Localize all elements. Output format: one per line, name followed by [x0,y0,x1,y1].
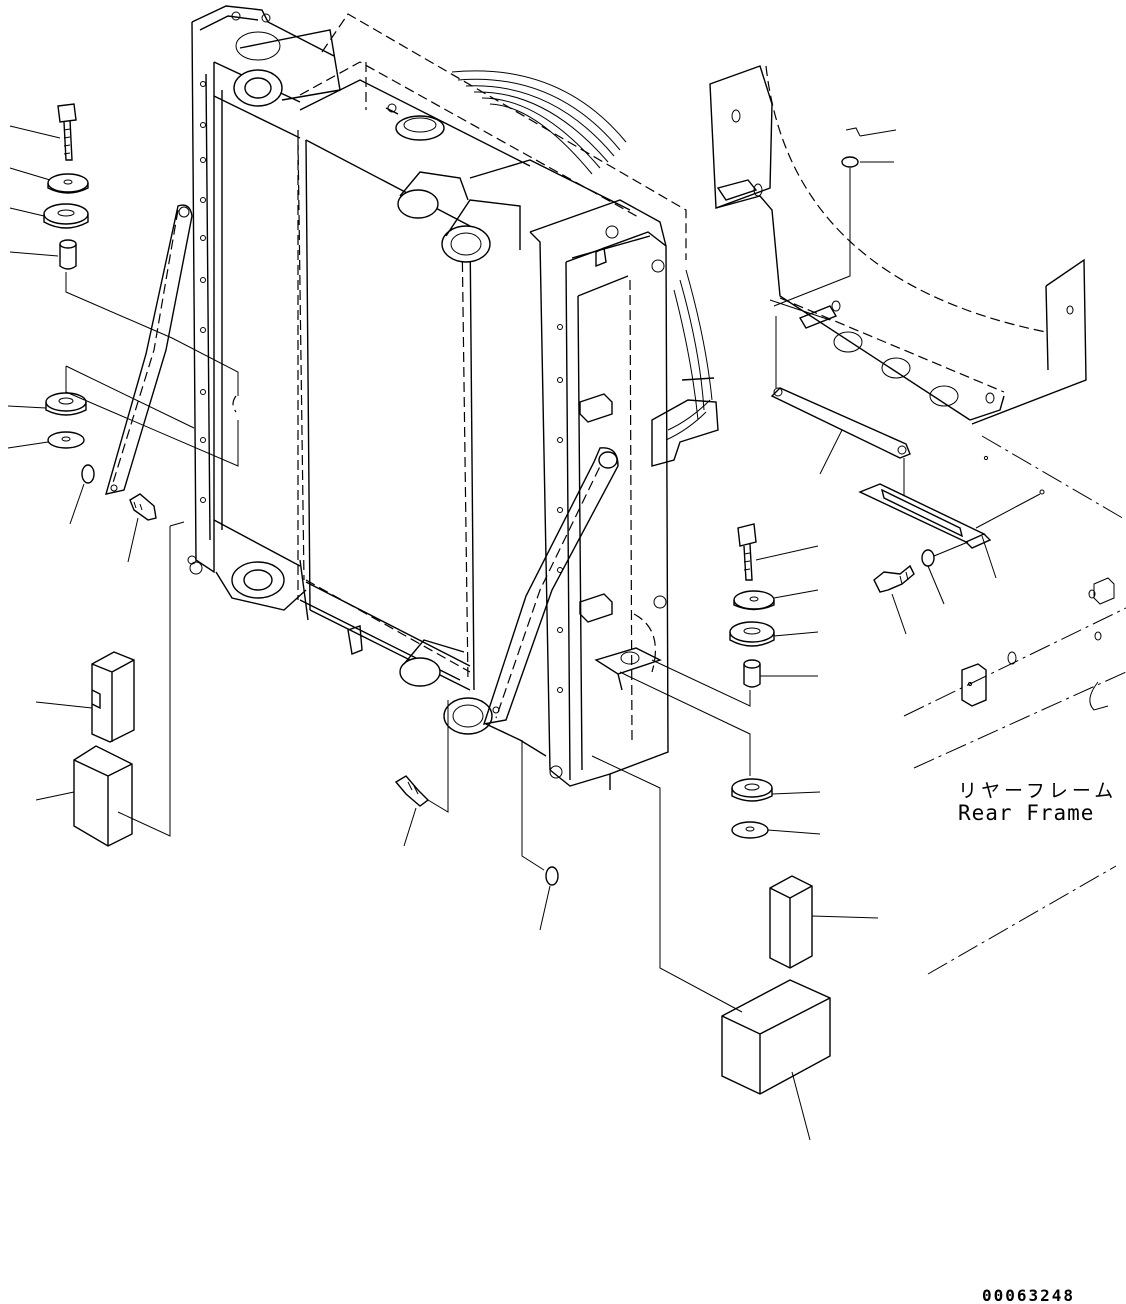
mount-bolt-right [737,523,819,581]
lower-hose-ports [347,625,547,757]
radiator-bottom-port-left [187,555,307,611]
radiator-assembly [187,5,719,790]
upper-hose-ports [397,159,631,263]
drawing-number: 00063248 [982,1286,1076,1304]
washer-left-top [9,167,89,194]
shroud-bolt-washer [921,541,969,605]
radiator-right-frame [529,199,669,790]
shroud-bolt [873,564,915,635]
shroud-washer [773,127,897,307]
rear-frame-label-japanese: リヤーフレーム [958,780,1118,802]
rubber-cushion-left-top [9,203,89,229]
stay-rod-left [105,204,193,495]
block-left [35,745,133,847]
rubber-cushion-right-top [729,621,819,647]
fan-shroud [709,65,1087,425]
drain-plug [394,700,449,847]
mount-bolt-left [9,103,77,161]
stay-bolt-left [127,493,157,563]
block-right-large [591,755,831,1141]
o-ring-bottom [521,740,559,931]
rubber-cushion-left-bottom [7,392,87,416]
assembly-center-lines-left [65,272,239,837]
plate-bracket [858,458,1045,579]
assembly-center-lines-right [619,659,751,776]
rear-frame-label-english: Rear Frame [958,801,1095,825]
shroud-side-bracket [651,377,719,467]
collar-left [9,239,77,270]
shroud-stay [770,316,911,475]
o-ring-left [69,464,95,525]
rubber-cushion-right-bottom [731,778,821,802]
washer-left-bottom [7,431,85,449]
block-left-notched [35,651,135,743]
radiator-core-center [299,79,531,691]
stay-rod-right [482,447,619,725]
radiator-rear-cooler-outline [297,13,687,673]
radiator-mount-bracket-right [594,613,662,691]
radiator-cap [385,103,445,141]
collar-right [743,659,818,688]
washer-right-top [733,589,819,611]
rear-frame [903,435,1126,975]
radiator-core-left [213,90,305,581]
block-right-small [769,875,879,969]
washer-right-bottom [731,821,821,839]
fan-blades [451,70,713,441]
radiator-top-port-left [233,29,341,107]
